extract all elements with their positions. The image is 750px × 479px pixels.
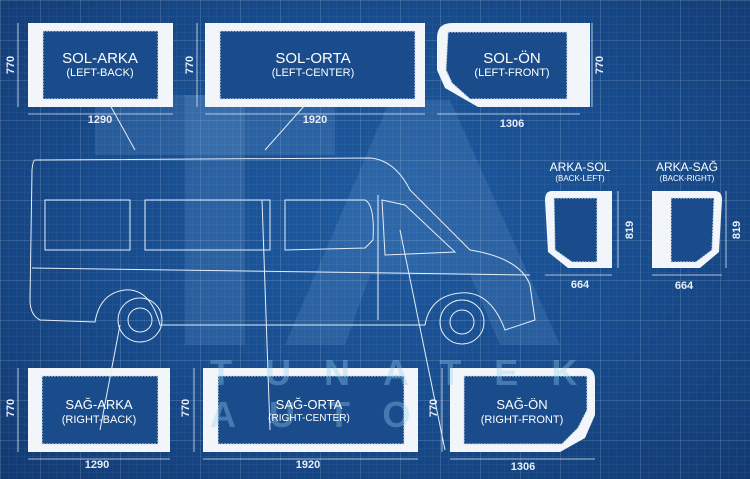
sag-orta-width: 1920 [295, 459, 321, 471]
sol-arka-subtitle: (LEFT-BACK) [66, 67, 134, 79]
sag-arka-subtitle: (RIGHT-BACK) [61, 414, 137, 426]
sag-on-height: 770 [428, 398, 440, 418]
sol-arka-width: 1290 [87, 114, 113, 126]
sol-orta-width: 1920 [302, 114, 328, 126]
window-arka-sag-shape [652, 191, 722, 268]
arka-sol-title: ARKA-SOL [549, 160, 611, 174]
window-sag-on-shape [450, 368, 595, 452]
window-sol-arka-shape [28, 23, 173, 107]
sol-orta-height: 770 [184, 55, 196, 75]
ta-logo-watermark [95, 95, 560, 345]
window-arka-sol-shape [545, 191, 612, 268]
arka-sol-width: 664 [570, 279, 590, 291]
sag-arka-title: SAĞ-ARKA [65, 397, 133, 412]
sol-on-height: 770 [594, 55, 606, 75]
sag-on-width: 1306 [510, 461, 536, 473]
arka-sag-height: 819 [731, 220, 743, 240]
arka-sag-title: ARKA-SAĞ [655, 160, 719, 174]
sag-orta-subtitle: (RIGHT-CENTER) [268, 413, 350, 424]
sag-on-subtitle: (RIGHT-FRONT) [480, 414, 564, 426]
window-sol-on-shape [437, 23, 590, 107]
sol-on-subtitle: (LEFT-FRONT) [474, 67, 550, 79]
sol-on-width: 1306 [499, 118, 525, 130]
sag-orta-title: SAĞ-ORTA [275, 397, 343, 412]
arka-sol-height: 819 [624, 220, 636, 240]
dimension-lines [17, 23, 727, 460]
sol-orta-title: SOL-ORTA [275, 50, 351, 67]
sol-arka-height: 770 [5, 55, 17, 75]
sag-on-title: SAĞ-ÖN [496, 397, 548, 412]
window-sol-orta-shape [205, 23, 425, 107]
sag-arka-height: 770 [5, 398, 17, 418]
van-drawing [29, 104, 536, 451]
window-sag-orta-shape [203, 368, 418, 452]
sol-arka-title: SOL-ARKA [62, 50, 138, 67]
sag-arka-width: 1290 [84, 459, 110, 471]
window-sag-arka-shape [28, 368, 170, 452]
arka-sag-width: 664 [674, 280, 694, 292]
watermark-text: TUNATEK AUTO [210, 352, 611, 435]
sag-orta-height: 770 [180, 398, 192, 418]
sol-orta-subtitle: (LEFT-CENTER) [271, 67, 355, 79]
arka-sol-subtitle: (BACK-LEFT) [555, 174, 605, 183]
sol-on-title: SOL-ÖN [483, 50, 541, 67]
arka-sag-subtitle: (BACK-RIGHT) [659, 174, 715, 183]
